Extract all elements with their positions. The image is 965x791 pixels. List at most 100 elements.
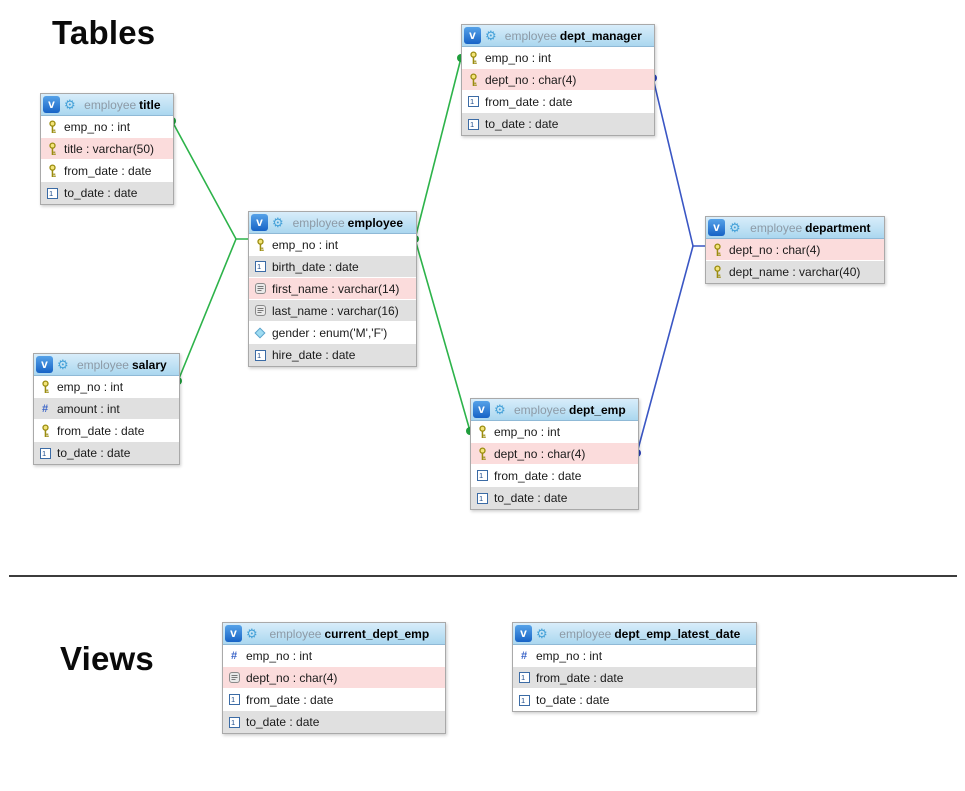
column-row: 1 to_date : date — [223, 711, 445, 733]
column-label: title : varchar(50) — [64, 141, 155, 156]
column-label: birth_date : date — [272, 259, 359, 274]
v-badge-icon[interactable]: v — [708, 219, 725, 236]
v-badge-icon[interactable]: v — [473, 401, 490, 418]
date-icon: 1 — [476, 492, 488, 504]
column-label: to_date : date — [246, 715, 320, 729]
column-row: #amount : int — [34, 398, 179, 420]
table-name: employee — [347, 215, 404, 230]
gear-icon: ⚙ — [536, 626, 548, 641]
column-label: to_date : date — [57, 446, 131, 460]
column-label: last_name : varchar(16) — [272, 303, 399, 318]
column-label: emp_no : int — [494, 424, 561, 439]
key-icon — [46, 163, 58, 178]
column-row: from_date : date — [34, 420, 179, 442]
text-icon — [254, 283, 266, 294]
date-icon: 1 — [228, 694, 240, 705]
v-badge-icon[interactable]: v — [43, 96, 60, 113]
date-icon: 1 — [518, 694, 530, 706]
column-row: from_date : date — [41, 160, 173, 182]
key-icon — [711, 265, 723, 279]
gear-icon: ⚙ — [57, 357, 69, 372]
table-name: title — [139, 97, 161, 112]
date-icon: 1 — [39, 447, 51, 459]
column-row: title : varchar(50) — [41, 138, 173, 160]
key-icon — [39, 379, 51, 394]
v-badge-icon[interactable]: v — [36, 356, 53, 373]
column-row: 1 to_date : date — [34, 442, 179, 464]
column-row: dept_no : char(4) — [223, 667, 445, 689]
column-row: dept_no : char(4) — [471, 443, 638, 465]
column-label: hire_date : date — [272, 348, 356, 362]
numeric-icon: # — [520, 649, 528, 662]
column-label: from_date : date — [64, 163, 152, 178]
relationship-line — [652, 77, 705, 247]
v-badge-icon[interactable]: v — [515, 625, 532, 642]
enum-icon — [254, 326, 266, 339]
column-row: emp_no : int — [471, 421, 638, 443]
column-label: dept_no : char(4) — [246, 670, 338, 685]
svg-text:1: 1 — [257, 262, 261, 271]
key-icon — [711, 242, 723, 257]
v-badge-icon[interactable]: v — [464, 27, 481, 44]
table-name: salary — [131, 357, 167, 372]
column-label: to_date : date — [485, 117, 559, 131]
key-icon — [476, 446, 488, 461]
schema-name: employee — [84, 97, 137, 112]
svg-text:1: 1 — [470, 119, 474, 128]
date-icon: 1 — [467, 96, 479, 107]
column-label: emp_no : int — [57, 379, 124, 394]
date-icon: 1 — [228, 716, 240, 728]
column-label: first_name : varchar(14) — [272, 281, 400, 296]
v-badge-icon[interactable]: v — [225, 625, 242, 642]
column-row: # emp_no : int — [513, 645, 756, 667]
column-label: from_date : date — [485, 94, 573, 109]
relationship-line — [414, 238, 471, 432]
text-icon — [228, 672, 240, 683]
column-row: emp_no : int — [462, 47, 654, 69]
column-label: to_date : date — [536, 693, 610, 707]
gear-icon: ⚙ — [494, 402, 506, 417]
svg-text:1: 1 — [42, 448, 46, 457]
column-row: last_name : varchar(16) — [249, 300, 416, 322]
text-icon — [254, 305, 266, 316]
date-icon: 1 — [518, 672, 530, 683]
schema-name: employee — [504, 28, 557, 43]
date-icon: 1 — [476, 470, 488, 481]
key-icon — [467, 72, 479, 87]
schema-name: employee — [750, 220, 803, 235]
column-label: emp_no : int — [64, 119, 131, 134]
column-label: dept_no : char(4) — [494, 446, 586, 461]
numeric-icon: # — [41, 402, 49, 415]
relationship-line — [636, 245, 694, 454]
svg-text:1: 1 — [231, 695, 235, 704]
column-row: emp_no : int — [41, 116, 173, 138]
table-name: department — [805, 220, 871, 235]
v-badge-icon[interactable]: v — [251, 214, 268, 231]
gear-icon: ⚙ — [272, 215, 284, 230]
column-label: emp_no : int — [536, 648, 603, 663]
